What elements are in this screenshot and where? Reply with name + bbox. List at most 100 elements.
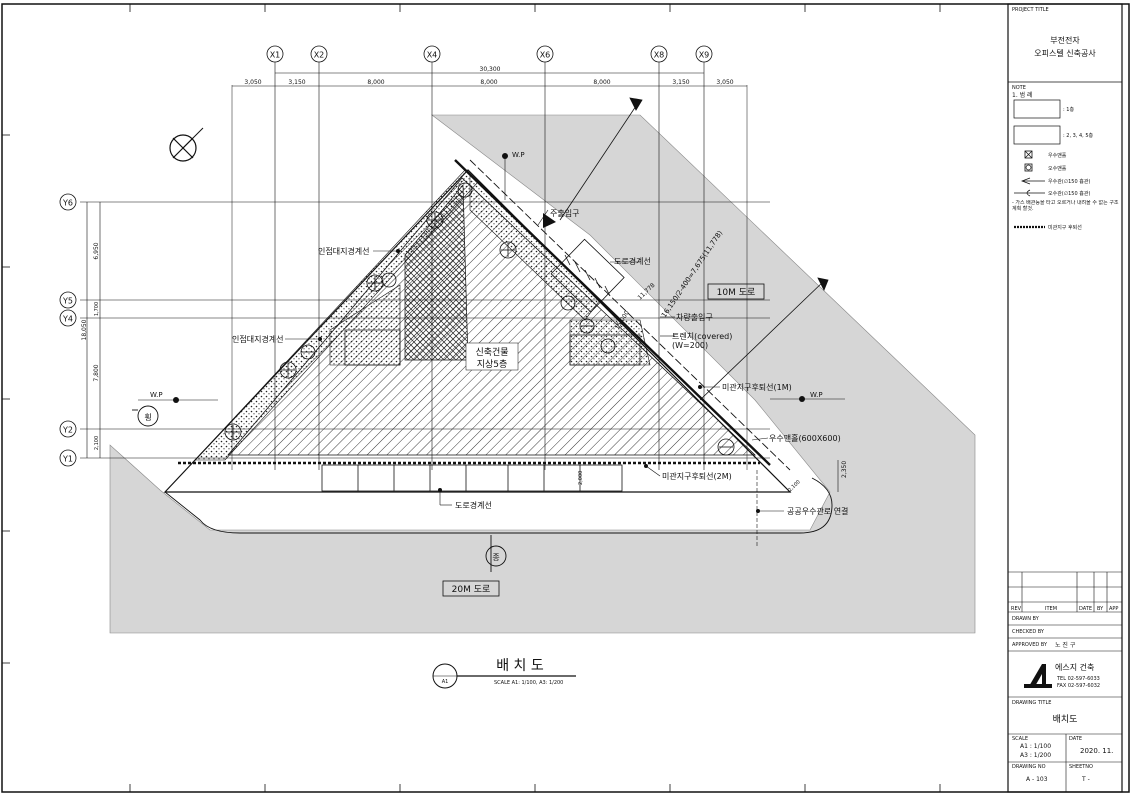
- label-road-boundary-top: 도로경계선: [614, 256, 651, 266]
- aux-grid-lines: [231, 85, 748, 470]
- svg-text:종: 종: [492, 553, 499, 562]
- wp-marker-top: W.P: [502, 151, 525, 200]
- storm-manhole-icon: [1024, 150, 1033, 159]
- leader-dots: [318, 249, 760, 513]
- setback-line-1m: [469, 159, 791, 471]
- label-adjacent-boundary-1: 인접대지경계선: [318, 246, 370, 256]
- grid-bubble-y2: Y2: [59, 420, 77, 438]
- stairs-diagonal: [550, 238, 625, 313]
- dim-left-3: 7,800: [93, 364, 100, 381]
- dim-top-1: 3,050: [244, 79, 261, 86]
- svg-text:: 2, 3, 4, 5층: : 2, 3, 4, 5층: [1063, 132, 1094, 139]
- svg-text:DRAWN BY: DRAWN BY: [1012, 616, 1040, 622]
- border-ticks: [2, 4, 941, 792]
- drawing-title-text: 배 치 도: [496, 658, 544, 674]
- svg-text:오수맨홀: 오수맨홀: [1048, 165, 1067, 172]
- label-public-drain: 공공우수관로 연결: [787, 506, 848, 516]
- svg-text:ITEM: ITEM: [1045, 606, 1057, 612]
- landscape-patch: [569, 319, 651, 366]
- svg-text:NOTE: NOTE: [1012, 85, 1026, 91]
- svg-text:우수맨홀: 우수맨홀: [1048, 152, 1067, 159]
- svg-text:지상5층: 지상5층: [477, 359, 508, 370]
- label-road-boundary-bottom: 도로경계선: [455, 500, 492, 510]
- svg-text:A1: A1: [442, 679, 449, 685]
- svg-text:Y4: Y4: [62, 315, 73, 324]
- label-manhole: 우수맨홀(600X600): [769, 433, 841, 443]
- dim-left-2: 1,700: [94, 302, 100, 316]
- svg-text:PROJECT TITLE: PROJECT TITLE: [1012, 7, 1049, 13]
- wp-marker-right: W.P: [770, 391, 845, 402]
- grid-bubble-y4: Y4: [59, 309, 77, 327]
- svg-text:: 1층: : 1층: [1063, 106, 1074, 113]
- svg-text:신축건물: 신축건물: [475, 347, 508, 358]
- road-curb: [164, 477, 833, 534]
- svg-text:DATE: DATE: [1069, 736, 1082, 742]
- section-marker-long: 종: [485, 535, 507, 572]
- sewage-manhole-icon: [1024, 163, 1033, 172]
- gas-note: - 가스 배관등을 타고 오르거나 내려올 수 없는 구조 계획 할것.: [1012, 200, 1119, 212]
- label-trench: 트렌치(covered): [672, 331, 732, 341]
- svg-text:오수관(∅150 흄관): 오수관(∅150 흄관): [1048, 190, 1090, 197]
- legend-swatch-crosshatch: [1013, 99, 1061, 119]
- svg-text:X9: X9: [699, 51, 710, 60]
- approved-by-name: 노 진 구: [1055, 641, 1076, 649]
- grid-bubble-x9: X9: [695, 45, 713, 63]
- svg-text:미관지구 후퇴선: 미관지구 후퇴선: [1048, 224, 1082, 231]
- label-main-entrance: 주출입구: [550, 208, 579, 218]
- dim-bottom-2000: 2,000: [578, 471, 584, 485]
- grid-bubble-x6: X6: [536, 45, 554, 63]
- tree-symbols: [224, 182, 735, 456]
- dim-top-5: 8,000: [593, 79, 610, 86]
- dim-top-6: 3,150: [672, 79, 689, 86]
- svg-text:Y6: Y6: [62, 199, 73, 208]
- dimension-lines-top: [232, 72, 747, 87]
- grid-bubble-y5: Y5: [59, 291, 77, 309]
- svg-text:APP: APP: [1109, 606, 1118, 612]
- svg-text:FAX 02-597-6032: FAX 02-597-6032: [1057, 683, 1100, 689]
- wp-marker-left: W.P: [138, 391, 218, 403]
- grid-bubble-y1: Y1: [59, 449, 77, 467]
- title-block-drawing-title: 배치도: [1053, 713, 1078, 725]
- label-road-20m: 20M 도로: [442, 580, 500, 597]
- svg-text:DRAWING NO: DRAWING NO: [1012, 764, 1046, 770]
- leader-lines: [285, 209, 784, 548]
- title-block: PROJECT TITLE 부전전자 오피스텔 신축공사 NOTE 1. 범 례…: [1008, 7, 1122, 792]
- dim-top-4: 8,000: [480, 79, 497, 86]
- label-trench-width: (W=200): [672, 341, 708, 350]
- dim-top-7: 3,050: [716, 79, 733, 86]
- company-name: 에스지 건축: [1055, 662, 1094, 672]
- svg-text:CHECKED BY: CHECKED BY: [1012, 629, 1045, 635]
- section-marker-cross: 횡: [132, 405, 159, 427]
- svg-text:10M 도로: 10M 도로: [717, 288, 756, 298]
- dim-top-3: 8,000: [367, 79, 384, 86]
- svg-text:W.P: W.P: [512, 151, 525, 159]
- svg-text:X4: X4: [427, 51, 438, 60]
- svg-text:Y1: Y1: [62, 455, 73, 464]
- svg-text:SCALE: SCALE: [1012, 736, 1028, 742]
- label-setback-1m: 미관지구후퇴선(1M): [722, 382, 792, 392]
- svg-text:W.P: W.P: [150, 391, 163, 399]
- north-arrow-icon: [169, 127, 204, 162]
- svg-text:X1: X1: [270, 51, 281, 60]
- dim-left-4: 2,100: [94, 436, 100, 450]
- paved-road-area: [109, 114, 976, 634]
- svg-text:DRAWING TITLE: DRAWING TITLE: [1012, 700, 1051, 706]
- sheet-number: T -: [1081, 776, 1090, 783]
- dim-total-top: 30,300: [480, 66, 501, 73]
- svg-text:APPROVED BY: APPROVED BY: [1012, 642, 1048, 648]
- grid-bubble-x1: X1: [266, 45, 284, 63]
- dimension-lines-left: [86, 202, 101, 458]
- sheet-border: [1, 3, 1130, 793]
- svg-text:SHEETNO: SHEETNO: [1069, 764, 1093, 770]
- grid-bubble-y6: Y6: [59, 193, 77, 211]
- legend-swatch-diagonal: [1013, 125, 1061, 145]
- grid-bubble-x8: X8: [650, 45, 668, 63]
- courtyard-left: [344, 329, 401, 366]
- project-name-line2: 오피스텔 신축공사: [1034, 49, 1096, 58]
- svg-text:A1 : 1/100: A1 : 1/100: [1020, 743, 1051, 750]
- project-name-line1: 부전전자: [1050, 35, 1080, 45]
- svg-text:우수관(∅150 흄관): 우수관(∅150 흄관): [1048, 178, 1090, 185]
- svg-text:REV: REV: [1011, 606, 1022, 612]
- label-new-building: 신축건물 지상5층: [465, 342, 519, 371]
